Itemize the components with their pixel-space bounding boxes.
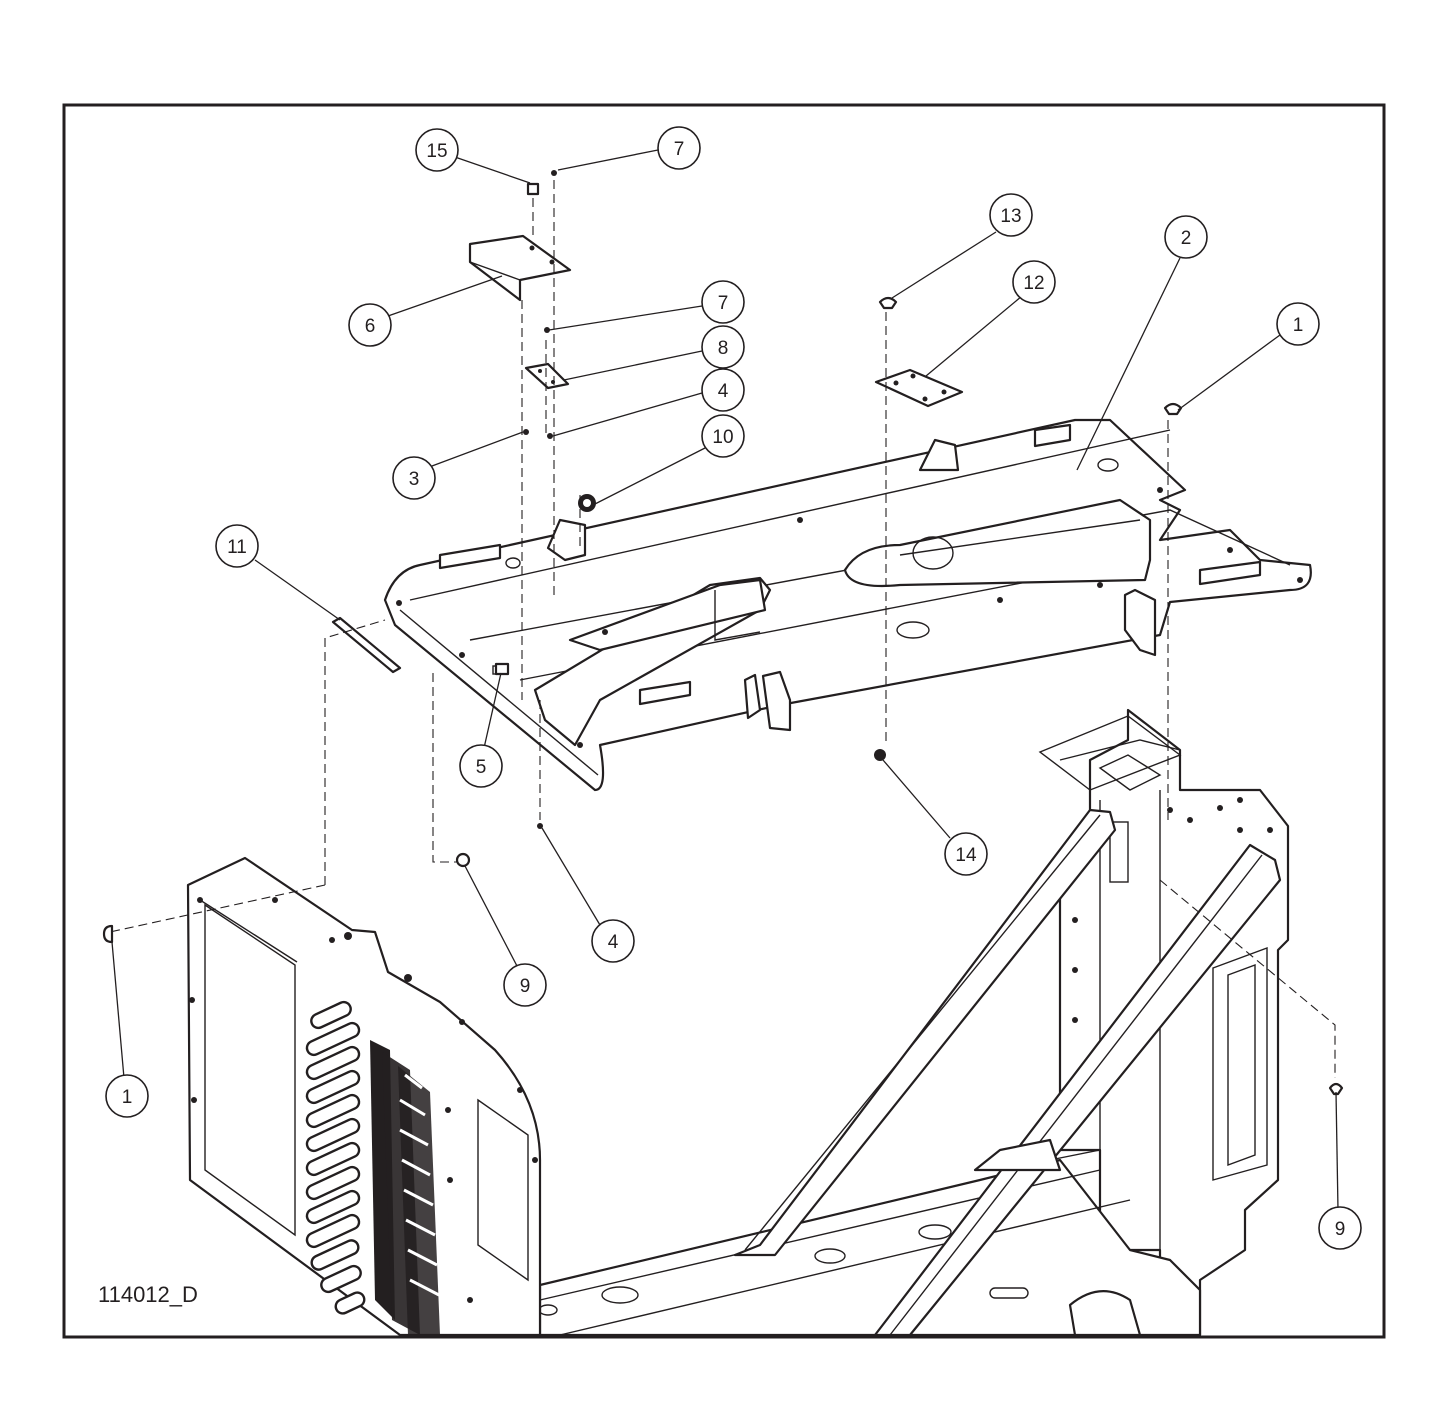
bracket-6: [468, 234, 572, 302]
callout-6: 6: [348, 303, 392, 347]
callout-7: 7: [701, 280, 745, 324]
upper-frame-assembly: [383, 418, 1312, 792]
callout-3: 3: [392, 456, 436, 500]
callout-15: 15: [415, 128, 459, 172]
drawing-number: 114012_D: [98, 1282, 198, 1307]
callout-8: 8: [701, 325, 745, 369]
svg-text:3: 3: [409, 469, 420, 490]
svg-text:9: 9: [1335, 1219, 1346, 1240]
callout-bubbles: 15 7 13 2 12 1 6 7 8 4 10 3 11 5 14 4 9 …: [105, 126, 1362, 1250]
svg-text:13: 13: [1000, 206, 1021, 227]
vent-slots: [305, 1000, 366, 1315]
callout-2: 2: [1164, 215, 1208, 259]
callout-9: 9: [503, 963, 547, 1007]
svg-text:7: 7: [674, 139, 685, 160]
svg-text:11: 11: [227, 537, 247, 558]
svg-text:4: 4: [718, 381, 729, 402]
callout-5: 5: [459, 744, 503, 788]
plate-8: [524, 362, 570, 390]
callout-7: 7: [657, 126, 701, 170]
callout-11: 11: [215, 524, 259, 568]
svg-text:1: 1: [122, 1087, 133, 1108]
callout-10: 10: [701, 414, 745, 458]
plate-12: [874, 368, 964, 408]
svg-text:7: 7: [718, 293, 729, 314]
svg-text:10: 10: [712, 427, 733, 448]
side-panel: [186, 856, 542, 1337]
svg-text:14: 14: [955, 845, 977, 866]
assembly-lines: [109, 180, 1336, 1078]
leader-lines: [111, 149, 1339, 1211]
svg-text:1: 1: [1293, 315, 1304, 336]
svg-text:2: 2: [1181, 228, 1192, 249]
svg-text:9: 9: [520, 976, 531, 997]
drawing-border: [62, 103, 1386, 1339]
callout-4: 4: [591, 919, 635, 963]
svg-text:8: 8: [718, 338, 729, 359]
fasteners: [102, 170, 1344, 1096]
svg-text:6: 6: [365, 316, 376, 337]
callout-4: 4: [701, 368, 745, 412]
base-frame: [538, 708, 1290, 1337]
vent-grille: [370, 1040, 440, 1335]
svg-text:5: 5: [476, 757, 487, 778]
callout-1: 1: [105, 1074, 149, 1118]
callout-9: 9: [1318, 1206, 1362, 1250]
svg-text:12: 12: [1023, 273, 1044, 294]
callout-14: 14: [944, 832, 988, 876]
callout-13: 13: [989, 193, 1033, 237]
strip-11: [331, 616, 402, 674]
callout-1: 1: [1276, 302, 1320, 346]
callout-12: 12: [1012, 260, 1056, 304]
svg-text:4: 4: [608, 932, 619, 953]
svg-text:15: 15: [426, 141, 447, 162]
